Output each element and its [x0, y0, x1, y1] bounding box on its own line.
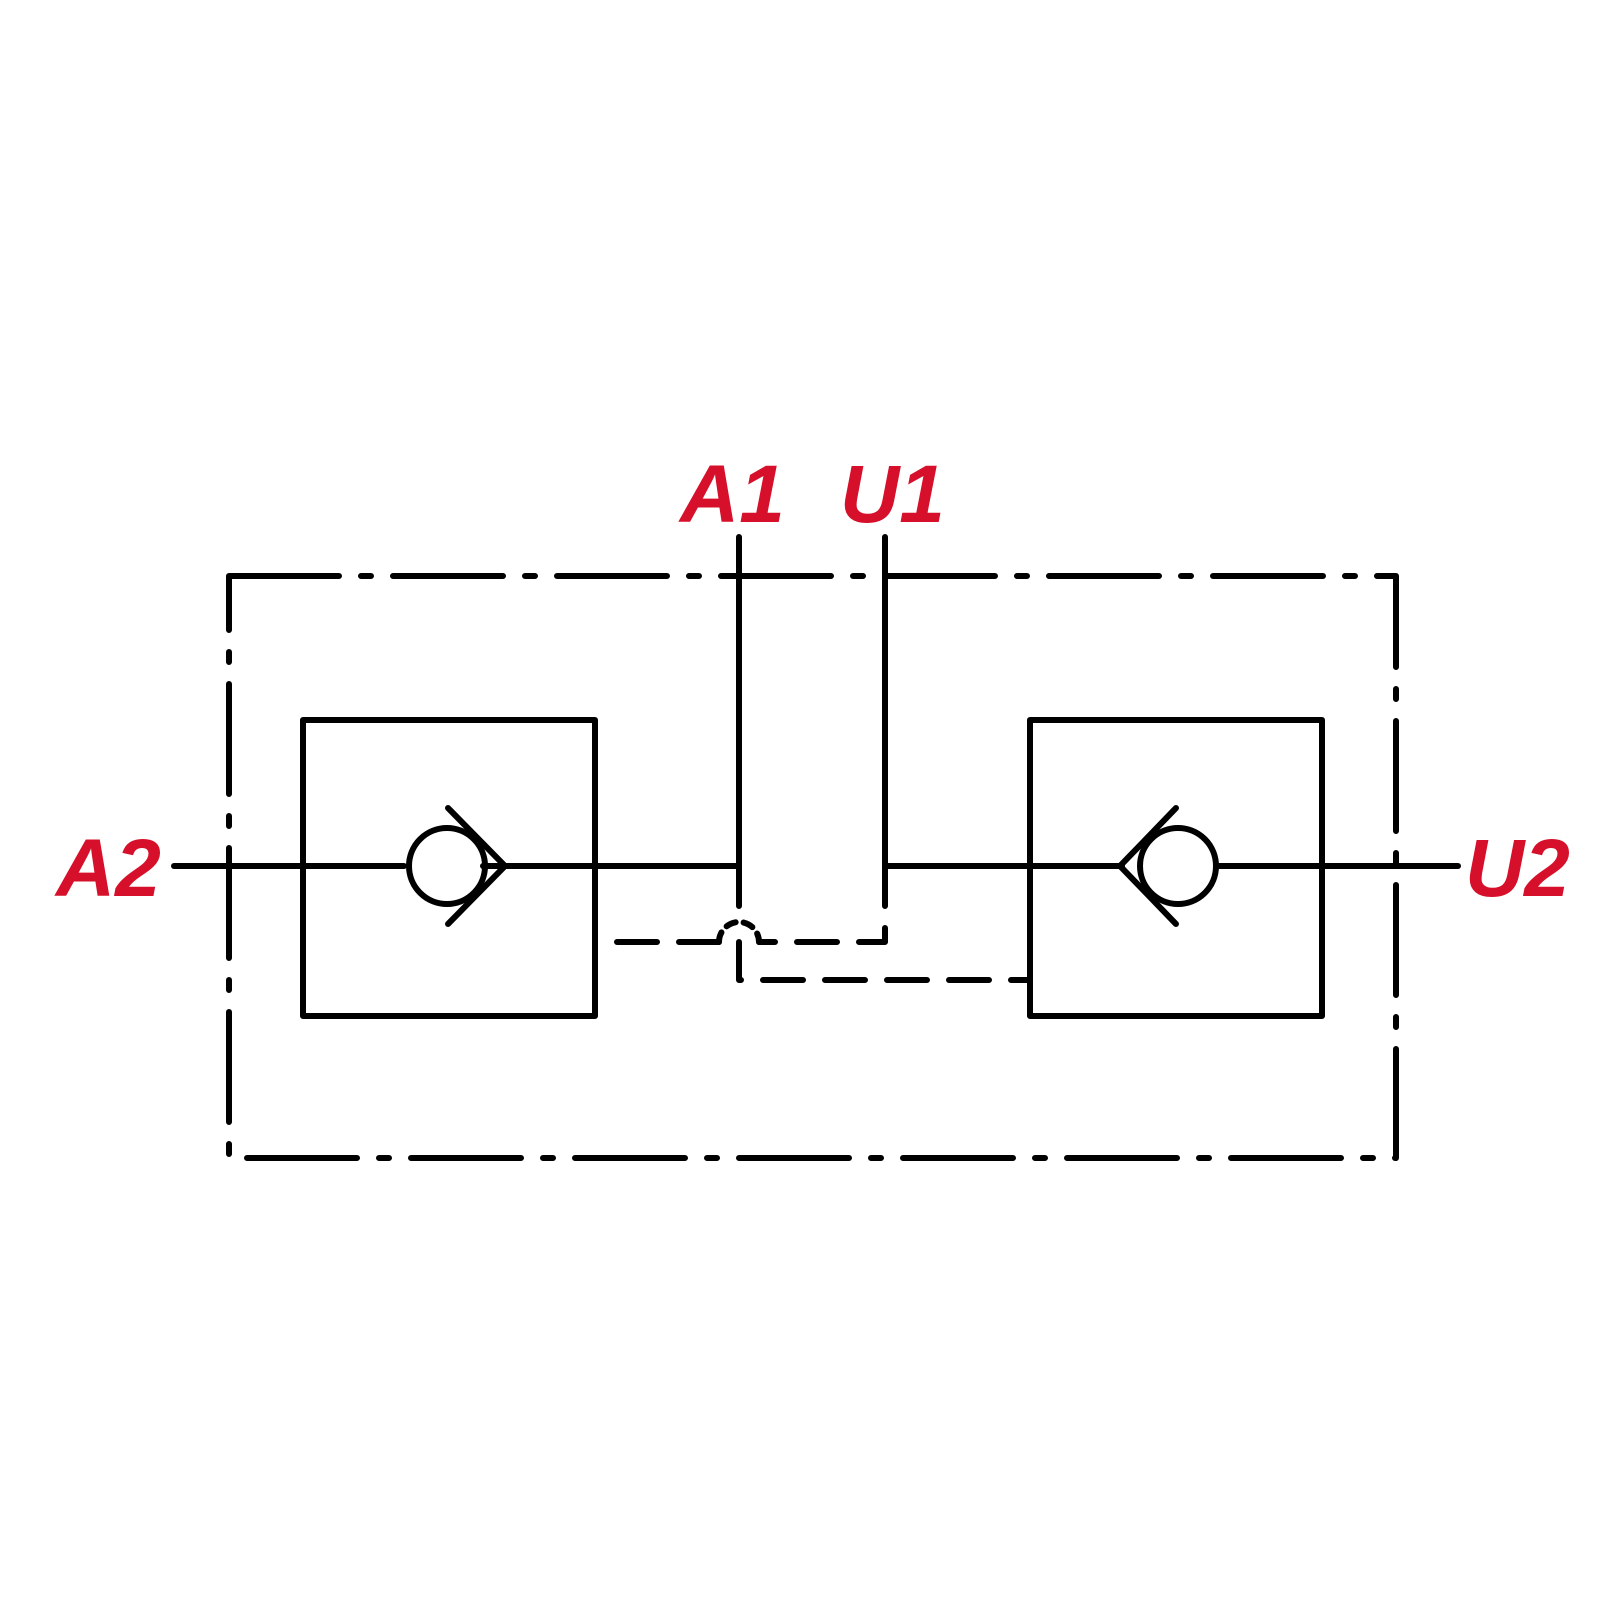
pilot-crossover-hop	[716, 919, 762, 945]
right-check-valve-seat	[1117, 805, 1179, 927]
port-label-a1: A1	[678, 449, 785, 540]
left-check-valve-seat	[445, 805, 508, 927]
pilot-line-a1-to-right-valve	[736, 863, 1033, 983]
right-check-valve-ball	[1137, 825, 1219, 907]
port-label-a2: A2	[54, 823, 161, 914]
pilot-line-u1-to-left-valve	[592, 863, 888, 945]
left-check-valve-ball	[406, 825, 488, 907]
port-label-u1: U1	[840, 449, 945, 540]
pilot-lines	[592, 863, 1033, 983]
port-label-u2: U2	[1465, 823, 1570, 914]
